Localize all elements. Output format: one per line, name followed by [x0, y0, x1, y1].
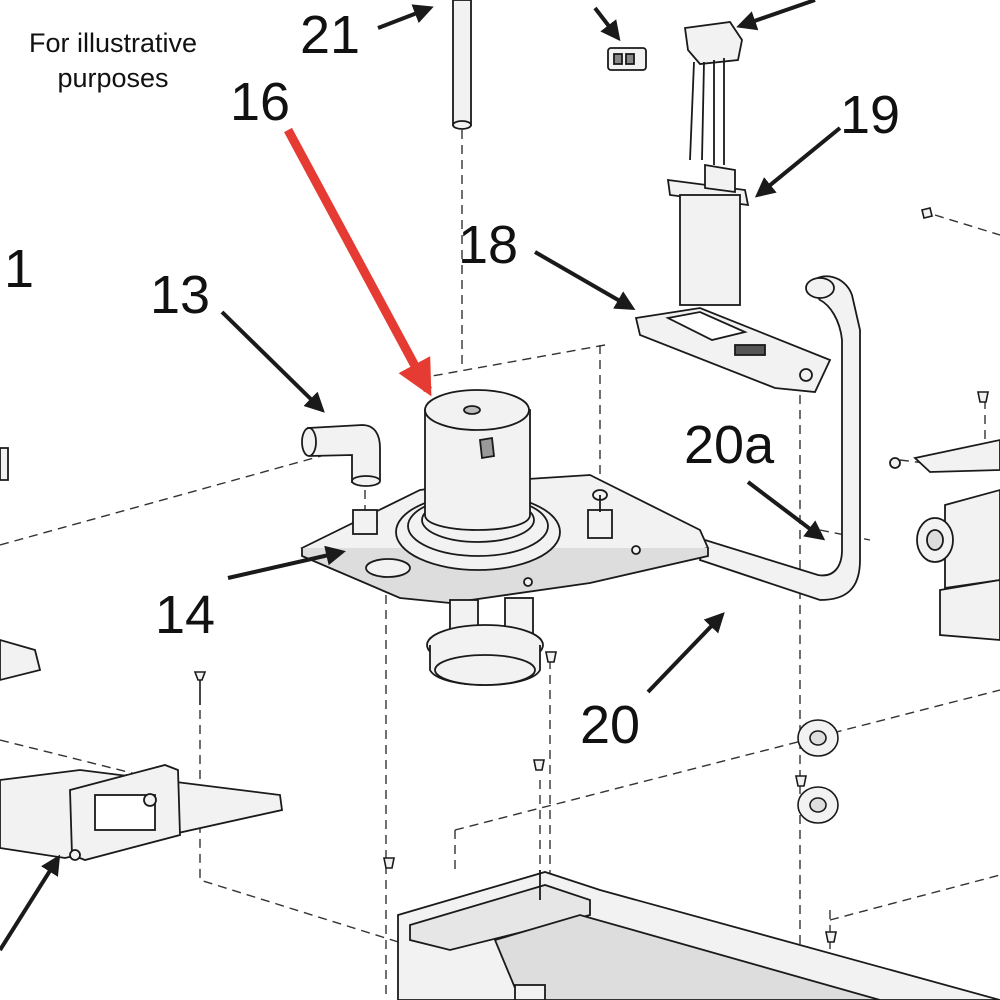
- callout-19: 19: [840, 85, 901, 145]
- callout-leader-arrows: [0, 0, 842, 952]
- pump-motor-part: [395, 389, 561, 571]
- callout-18: 18: [458, 215, 519, 275]
- leader-13: [220, 310, 325, 413]
- elbow-fitting-part: [301, 424, 381, 487]
- leader-bracket: [0, 854, 61, 952]
- leader-19: [754, 126, 842, 198]
- connector-assembly: [607, 21, 743, 165]
- leader-20a: [746, 480, 826, 541]
- illustrative-caption: For illustrative purposes: [8, 26, 218, 96]
- control-bracket-part: [0, 447, 284, 861]
- impeller-part: [426, 597, 544, 686]
- leader-lid: [736, 0, 816, 31]
- callout-21: 21: [300, 5, 361, 65]
- caption-line-1: For illustrative: [28, 28, 198, 58]
- callout-20: 20: [580, 695, 641, 755]
- bottom-frame-part: [397, 870, 1000, 1000]
- leader-21: [377, 4, 434, 30]
- callout-14: 14: [155, 585, 216, 645]
- leader-14: [227, 545, 346, 580]
- drain-tube-part: [698, 275, 861, 601]
- callout-1: 1: [4, 239, 35, 299]
- leader-18: [534, 250, 636, 310]
- caption-line-2: purposes: [57, 63, 169, 93]
- cover-part: [666, 163, 750, 306]
- callout-13: 13: [150, 265, 211, 325]
- callout-20a: 20a: [684, 415, 775, 475]
- leader-20: [646, 612, 725, 694]
- right-side-assembly: [889, 439, 1000, 641]
- leader-connector: [593, 6, 621, 42]
- rod-part: [452, 0, 472, 130]
- assembly-guide-lines: [0, 130, 1000, 1000]
- highlight-arrow-16: [284, 127, 432, 397]
- mount-plate-part: [634, 307, 832, 393]
- callout-16: 16: [230, 72, 291, 132]
- fastener-parts: [193, 207, 989, 943]
